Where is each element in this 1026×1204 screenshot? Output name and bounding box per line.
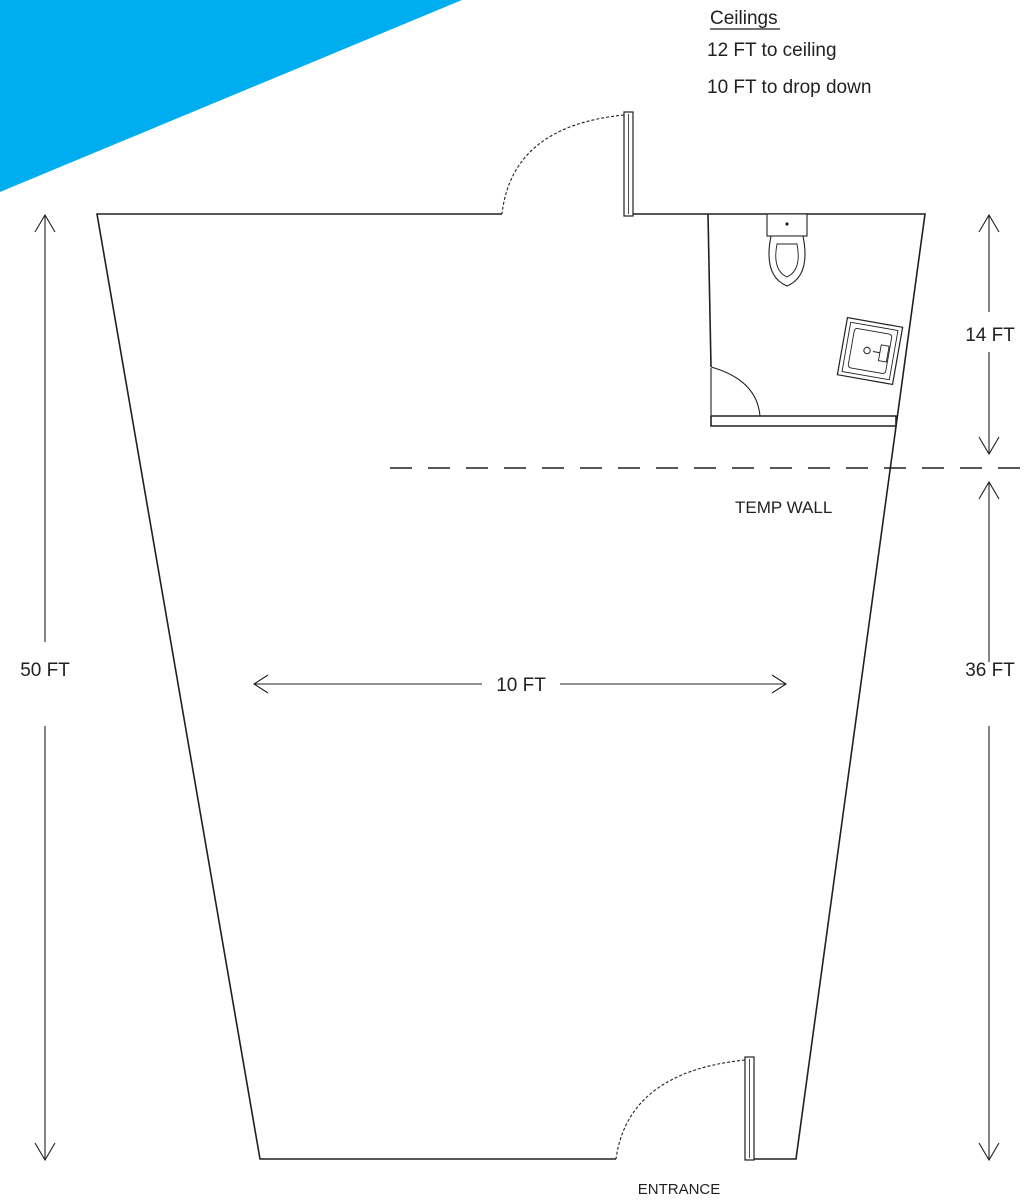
bathroom-left-wall: [707, 213, 712, 368]
bathroom: [707, 213, 904, 427]
entrance-door-swing: [615, 1059, 746, 1160]
entrance-door: [615, 1056, 755, 1161]
sink-icon: [836, 316, 904, 386]
dimension-50ft-label: 50 FT: [20, 660, 70, 681]
ceilings-line-1: 12 FT to ceiling: [707, 40, 837, 61]
entrance-label: ENTRANCE: [638, 1181, 721, 1198]
back-door: [501, 111, 634, 217]
dimension-10ft: 10 FT: [252, 674, 788, 696]
dimension-10ft-label: 10 FT: [496, 675, 546, 696]
ceilings-line-2: 10 FT to drop down: [707, 77, 871, 98]
temp-wall-label: TEMP WALL: [735, 498, 832, 517]
room-outline: [96, 213, 616, 1160]
dimension-50ft: 50 FT: [20, 213, 70, 1162]
ceilings-heading: Ceilings: [710, 8, 778, 29]
dimension-14ft-label: 14 FT: [965, 325, 1015, 346]
dimension-36ft-label: 36 FT: [965, 660, 1015, 681]
dimension-14ft: 14 FT: [965, 213, 1015, 456]
blue-corner-accent: [0, 0, 462, 192]
bathroom-door-swing: [710, 366, 761, 417]
back-door-swing: [501, 114, 625, 215]
dimension-36ft: 36 FT: [965, 480, 1015, 1162]
bathroom-bottom-wall: [710, 415, 897, 427]
toilet-icon: [766, 213, 808, 287]
